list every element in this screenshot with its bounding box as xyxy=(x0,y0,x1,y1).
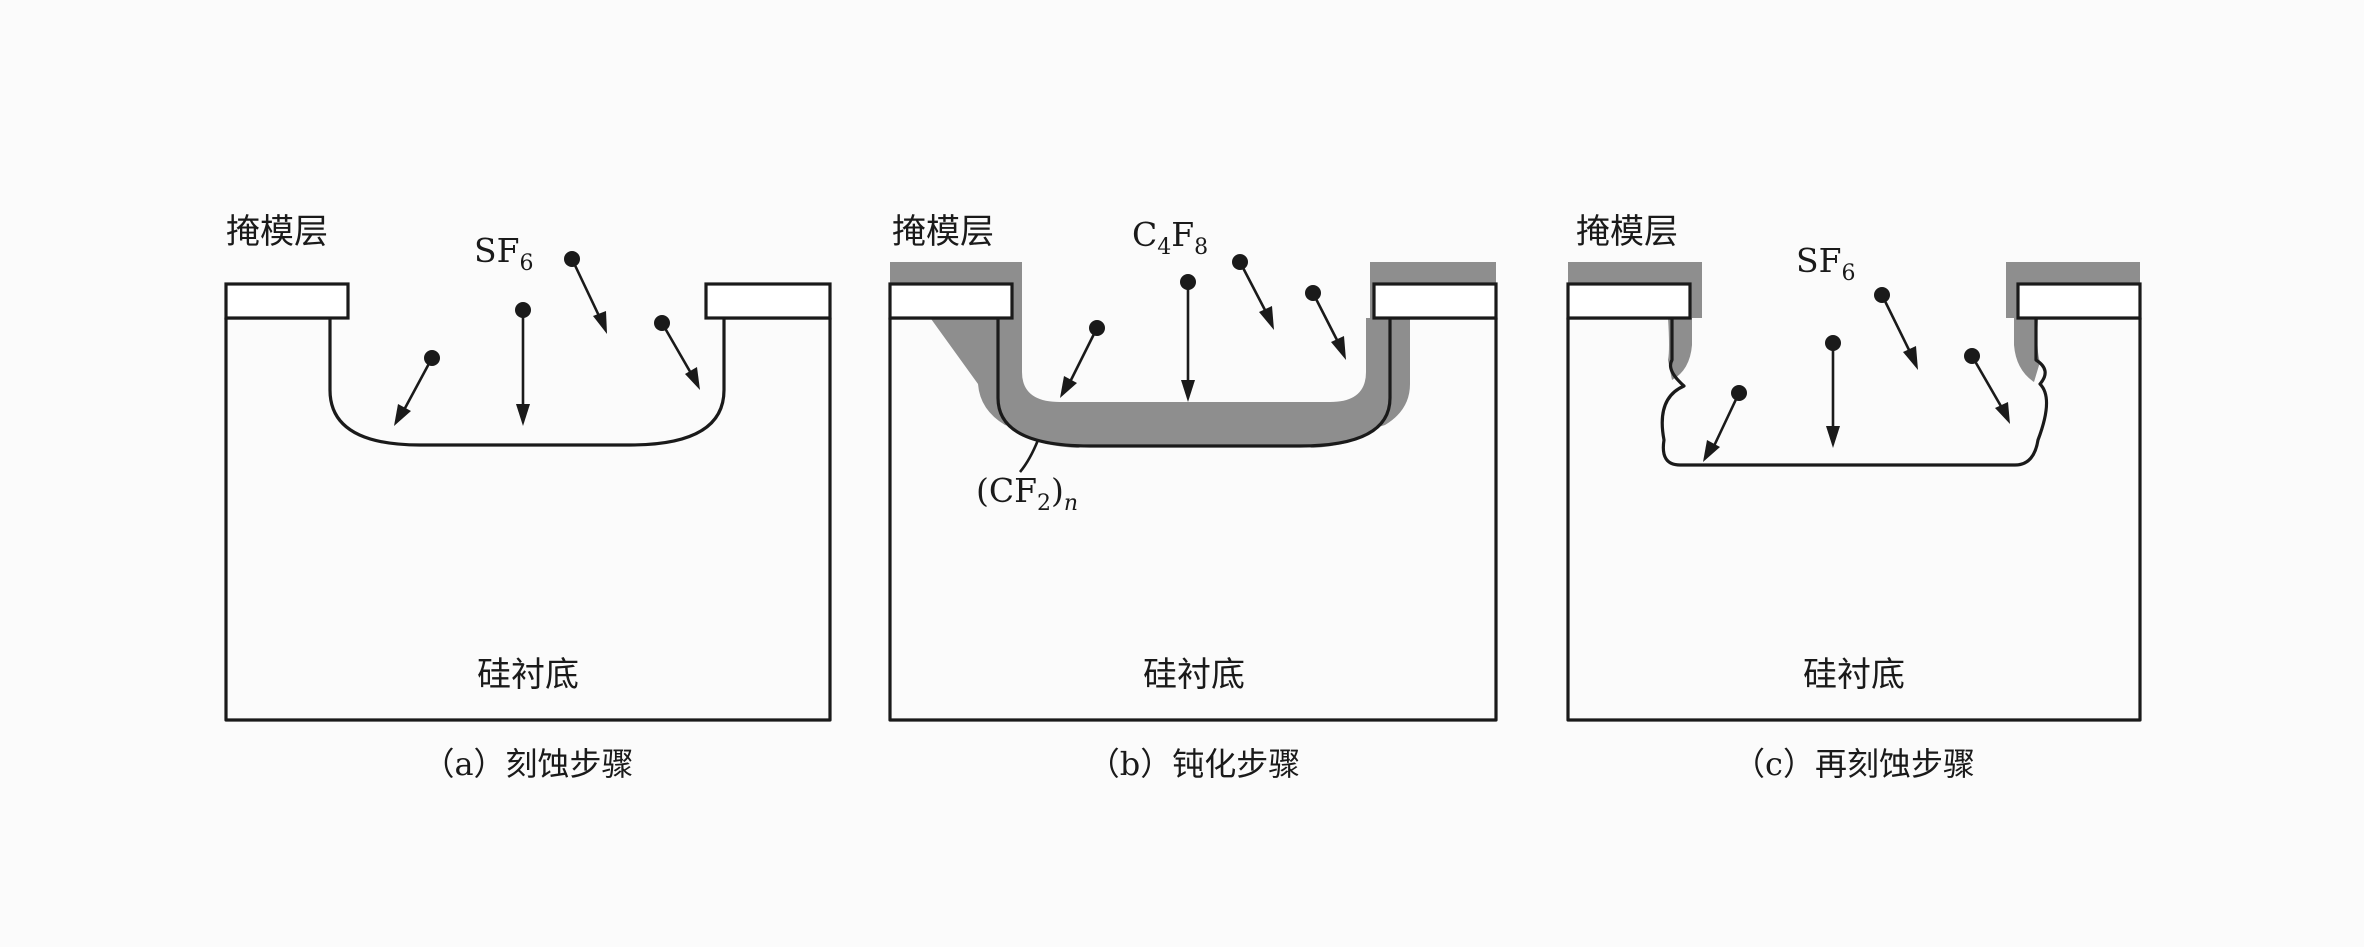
polymer-fill-b xyxy=(890,262,1496,284)
caption-c: （c）再刻蚀步骤 xyxy=(1733,745,1975,783)
panel-b-passivation: 掩模层 C4F8 (CF2)n 硅衬底 （b）钝化步骤 xyxy=(888,212,1498,783)
polymer-leader-b xyxy=(1018,439,1040,473)
polymer-trench-b xyxy=(998,318,1390,446)
ion-arrows-b xyxy=(1060,254,1346,402)
mask-b-left xyxy=(888,282,1014,320)
mask-a-right xyxy=(704,282,832,320)
substrate-a xyxy=(224,316,832,722)
substrate-label-b: 硅衬底 xyxy=(1143,655,1245,695)
gas-label-b: C4F8 xyxy=(1132,215,1208,260)
panel-a-etch: 掩模层 SF6 硅衬底 （a）刻蚀步骤 xyxy=(224,212,832,783)
mask-c-right xyxy=(2016,282,2142,320)
gas-label-c: SF6 xyxy=(1796,241,1856,286)
ion-arrows-a xyxy=(394,251,700,426)
caption-b: （b）钝化步骤 xyxy=(1088,745,1301,783)
substrate-c xyxy=(1566,316,2142,722)
mask-c-left xyxy=(1566,282,1692,320)
ion-arrows-c xyxy=(1703,287,2010,462)
polymer-label-b: (CF2)n xyxy=(976,471,1078,516)
polymer-sidewall-c-right xyxy=(2006,262,2140,382)
substrate-label-c: 硅衬底 xyxy=(1803,655,1905,695)
substrate-b xyxy=(888,316,1498,722)
mask-b-right xyxy=(1372,282,1498,320)
substrate-label-a: 硅衬底 xyxy=(477,655,579,695)
caption-a: （a）刻蚀步骤 xyxy=(422,745,633,783)
mask-a-left xyxy=(224,282,350,320)
panel-c-re-etch: 掩模层 SF6 硅衬底 （c）再刻蚀步骤 xyxy=(1566,212,2142,783)
mask-label-a: 掩模层 xyxy=(226,212,328,252)
polymer-sidewall-c-left xyxy=(1568,262,1702,380)
mask-label-c: 掩模层 xyxy=(1576,212,1678,252)
gas-label-a: SF6 xyxy=(474,231,534,276)
mask-label-b: 掩模层 xyxy=(892,212,994,252)
